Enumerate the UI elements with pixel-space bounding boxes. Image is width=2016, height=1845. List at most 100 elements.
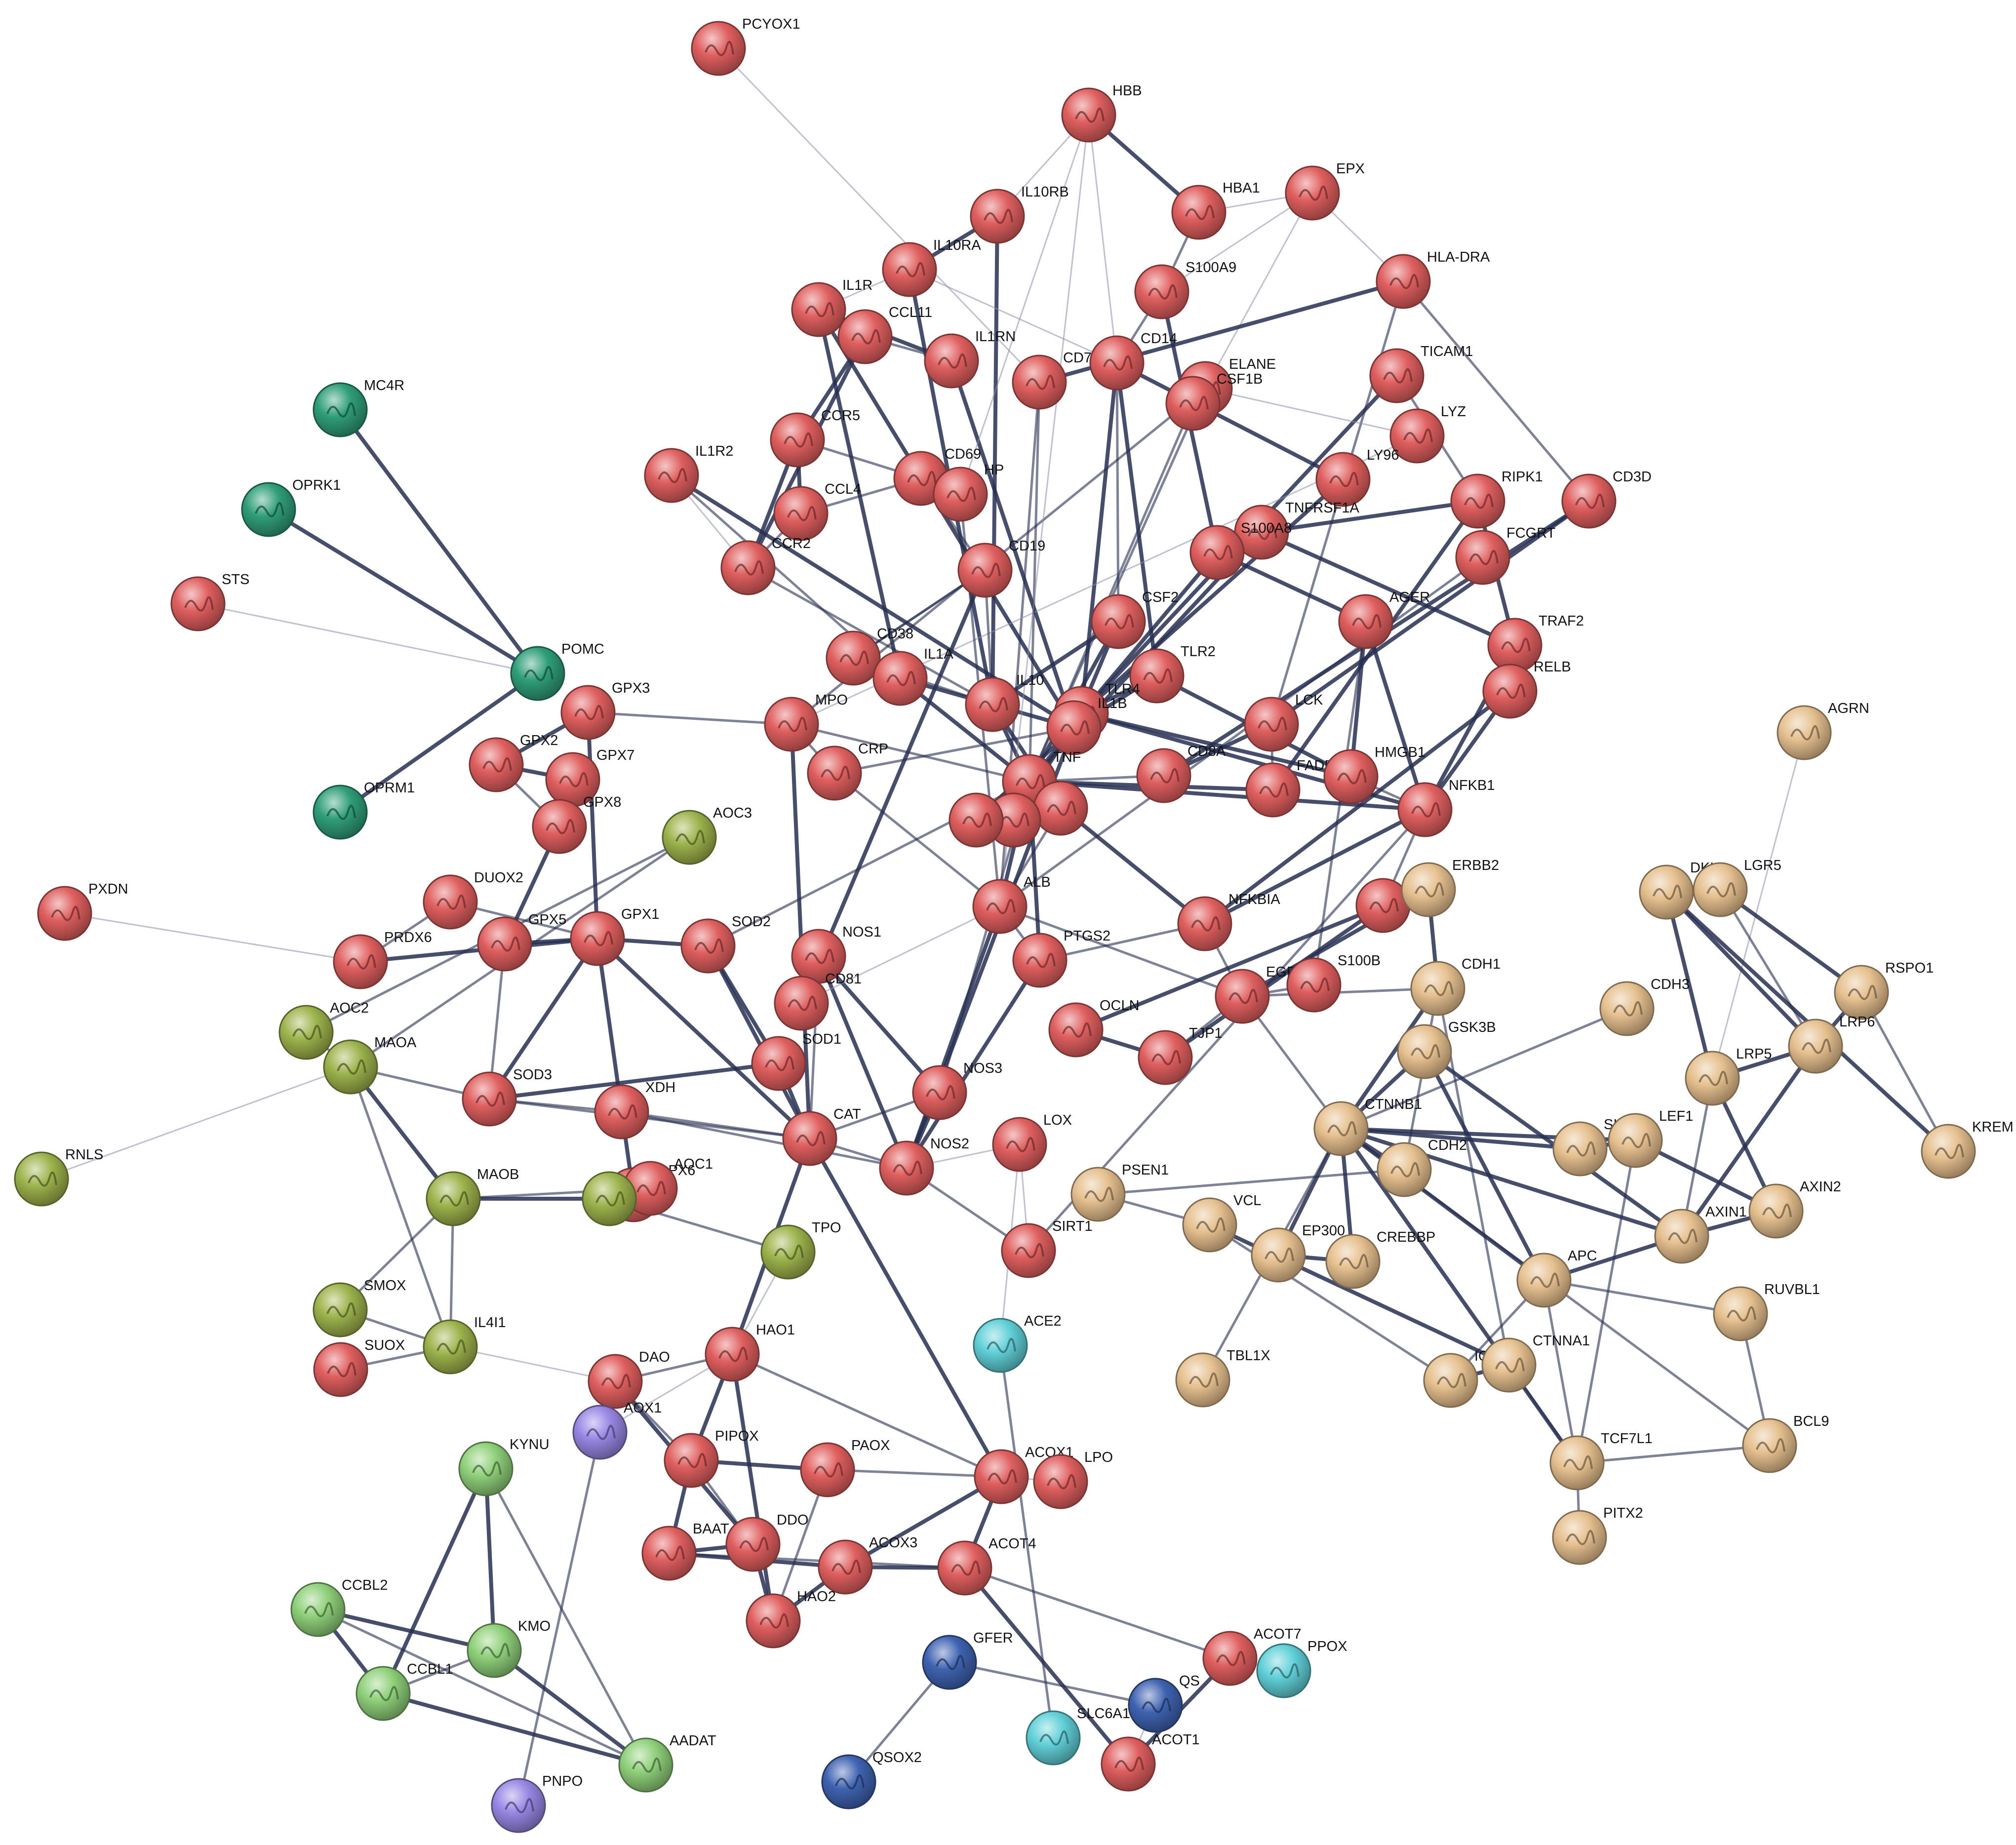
node-sphere[interactable]	[752, 1037, 805, 1090]
node-epx[interactable]: EPX	[1285, 161, 1365, 221]
node-sphere[interactable]	[971, 190, 1024, 243]
node-s100b[interactable]: S100B	[1286, 953, 1381, 1013]
node-sphere[interactable]	[463, 1072, 516, 1126]
node-sphere[interactable]	[1553, 1122, 1607, 1176]
node-sphere[interactable]	[801, 1443, 854, 1496]
node-sphere[interactable]	[913, 1066, 966, 1119]
node-tnfrsf1a[interactable]: TNFRSF1A	[1234, 500, 1360, 560]
node-hao1[interactable]: HAO1	[705, 1322, 795, 1382]
node-cdh2[interactable]: CDH2	[1377, 1138, 1467, 1197]
node-lef1[interactable]: LEF1	[1608, 1108, 1693, 1168]
node-sphere[interactable]	[1390, 409, 1444, 463]
node-acox3[interactable]: ACOX3	[818, 1535, 917, 1595]
node-c1[interactable]	[1033, 781, 1088, 836]
node-il10[interactable]: IL10	[965, 672, 1044, 732]
node-sphere[interactable]	[792, 283, 845, 336]
node-maoa[interactable]: MAOA	[323, 1035, 417, 1095]
node-sphere[interactable]	[1062, 88, 1115, 142]
node-hbb[interactable]: HBB	[1061, 83, 1142, 143]
node-il10rb[interactable]: IL10RB	[970, 184, 1069, 244]
node-sphere[interactable]	[595, 1085, 648, 1138]
node-sphere[interactable]	[1378, 1143, 1431, 1196]
node-sphere[interactable]	[1835, 966, 1888, 1019]
node-sphere[interactable]	[314, 383, 367, 436]
node-sphere[interactable]	[1411, 962, 1464, 1015]
node-gsk3b[interactable]: GSK3B	[1397, 1020, 1496, 1079]
node-sphere[interactable]	[1488, 619, 1542, 672]
node-sphere[interactable]	[827, 631, 880, 685]
node-cd19[interactable]: CD19	[957, 538, 1045, 598]
node-sphere[interactable]	[938, 1541, 991, 1595]
node-rspo1[interactable]: RSPO1	[1834, 960, 1934, 1020]
node-sphere[interactable]	[1356, 879, 1410, 932]
node-alb[interactable]: ALB	[972, 874, 1051, 934]
node-sphere[interactable]	[883, 243, 936, 296]
node-sphere[interactable]	[761, 1225, 815, 1279]
node-pnpo[interactable]: PNPO	[491, 1773, 583, 1833]
node-gpx1[interactable]: GPX1	[570, 906, 659, 966]
node-mc4r[interactable]: MC4R	[313, 378, 404, 437]
node-sphere[interactable]	[1034, 782, 1087, 835]
node-sphere[interactable]	[934, 468, 987, 521]
node-ccl4[interactable]: CCL4	[773, 481, 861, 541]
node-sphere[interactable]	[1339, 595, 1392, 648]
node-sphere[interactable]	[468, 1624, 521, 1677]
node-kynu[interactable]: KYNU	[458, 1437, 550, 1496]
node-sphere[interactable]	[1183, 1198, 1236, 1252]
node-relb[interactable]: RELB	[1482, 659, 1571, 719]
node-sphere[interactable]	[706, 1328, 759, 1381]
node-sphere[interactable]	[427, 1172, 480, 1225]
node-crebbp[interactable]: CREBBP	[1325, 1229, 1435, 1289]
node-ep300[interactable]: EP300	[1251, 1223, 1345, 1283]
node-il1rn[interactable]: IL1RN	[924, 329, 1016, 389]
node-acox1[interactable]: ACOX1	[974, 1445, 1073, 1504]
node-sphere[interactable]	[1370, 349, 1423, 402]
node-sphere[interactable]	[511, 647, 564, 700]
node-ccr2[interactable]: CCR2	[720, 536, 811, 595]
node-sphere[interactable]	[1402, 863, 1455, 916]
node-sphere[interactable]	[171, 577, 225, 630]
node-sphere[interactable]	[470, 738, 523, 791]
node-sphere[interactable]	[1686, 1052, 1739, 1105]
node-hmgb1[interactable]: HMGB1	[1323, 745, 1425, 804]
node-aoc2[interactable]: AOC2	[278, 1000, 369, 1060]
node-sphere[interactable]	[692, 22, 745, 75]
node-sphere[interactable]	[242, 483, 295, 536]
node-sphere[interactable]	[663, 811, 716, 864]
node-sts[interactable]: STS	[170, 572, 249, 631]
node-sphere[interactable]	[1398, 783, 1452, 836]
node-il1r2[interactable]: IL1R2	[644, 443, 733, 503]
node-sphere[interactable]	[561, 686, 615, 739]
node-sphere[interactable]	[775, 977, 828, 1030]
node-sphere[interactable]	[1694, 863, 1747, 916]
node-sphere[interactable]	[1027, 1711, 1080, 1765]
node-maob[interactable]: MAOB	[426, 1167, 519, 1226]
node-gpx7[interactable]: GPX7	[545, 747, 634, 807]
node-ccbl2[interactable]: CCBL2	[290, 1577, 388, 1637]
node-sphere[interactable]	[1252, 1228, 1305, 1282]
node-sphere[interactable]	[546, 753, 599, 806]
node-sphere[interactable]	[726, 1518, 780, 1571]
node-erbb2[interactable]: ERBB2	[1401, 858, 1499, 917]
node-ctnnb1[interactable]: CTNNB1	[1313, 1097, 1422, 1156]
node-mpo[interactable]: MPO	[764, 692, 848, 752]
node-sphere[interactable]	[1789, 1020, 1842, 1073]
node-cat[interactable]: CAT	[782, 1106, 861, 1166]
node-sphere[interactable]	[1190, 526, 1244, 579]
node-gpx3[interactable]: GPX3	[560, 680, 650, 740]
node-sphere[interactable]	[993, 1118, 1046, 1171]
node-sphere[interactable]	[1316, 453, 1370, 506]
node-sphere[interactable]	[925, 334, 978, 388]
node-sphere[interactable]	[279, 1006, 333, 1059]
node-agrn[interactable]: AGRN	[1777, 701, 1869, 760]
node-sphere[interactable]	[838, 310, 892, 363]
node-sphere[interactable]	[1176, 1353, 1229, 1407]
node-sphere[interactable]	[571, 912, 624, 965]
node-sphere[interactable]	[765, 698, 818, 751]
node-pomc[interactable]: POMC	[510, 641, 604, 701]
node-ocln[interactable]: OCLN	[1048, 998, 1140, 1058]
node-lgr5[interactable]: LGR5	[1693, 858, 1781, 917]
node-sphere[interactable]	[1257, 1644, 1310, 1697]
node-sphere[interactable]	[478, 917, 531, 971]
node-sphere[interactable]	[459, 1442, 513, 1495]
